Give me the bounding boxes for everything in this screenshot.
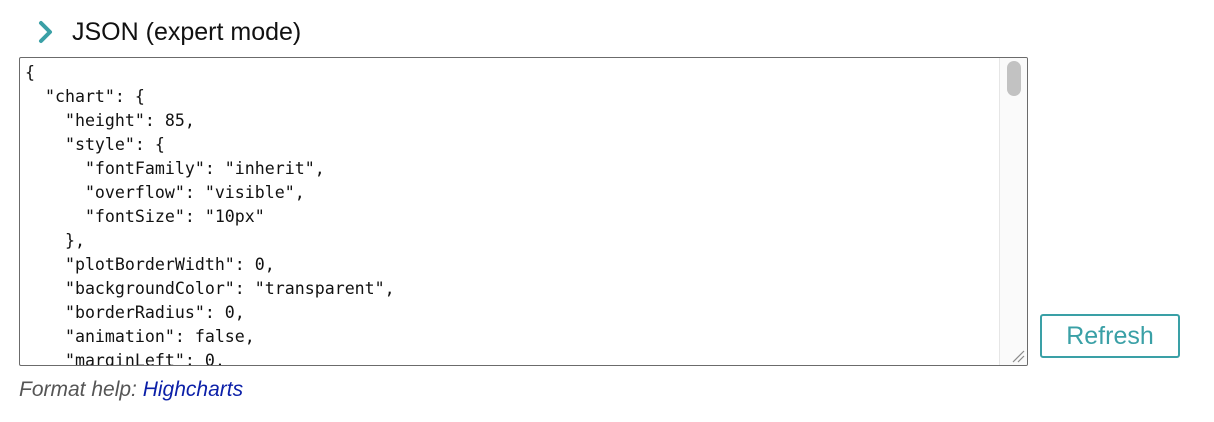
- vertical-scrollbar[interactable]: [999, 58, 1027, 365]
- section-toggle[interactable]: JSON (expert mode): [36, 16, 301, 48]
- section-title: JSON (expert mode): [72, 17, 302, 46]
- json-editor[interactable]: { "chart": { "height": 85, "style": { "f…: [19, 57, 1028, 366]
- highcharts-link[interactable]: Highcharts: [142, 378, 244, 401]
- format-help-label: Format help:: [19, 378, 143, 401]
- scroll-thumb[interactable]: [1007, 61, 1021, 96]
- json-code[interactable]: { "chart": { "height": 85, "style": { "f…: [25, 63, 395, 366]
- chevron-right-icon: [36, 20, 56, 44]
- refresh-button[interactable]: Refresh: [1040, 314, 1180, 358]
- format-help: Format help: Highcharts: [19, 378, 243, 402]
- resize-handle-icon[interactable]: [1009, 347, 1025, 363]
